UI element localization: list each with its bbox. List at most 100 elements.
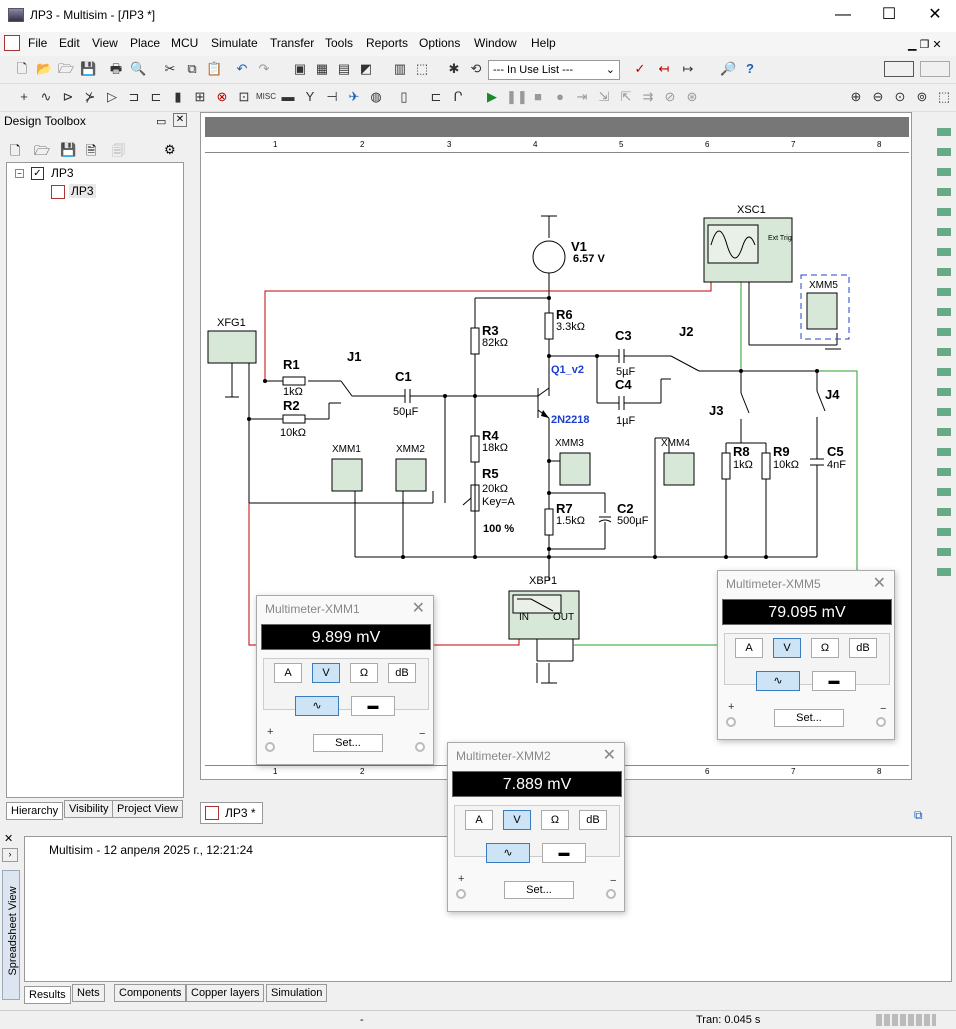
full-screen-icon[interactable]: ▣ bbox=[293, 61, 307, 76]
run-to-cursor-icon[interactable]: ⇉ bbox=[642, 89, 654, 104]
menu-help[interactable]: Help bbox=[531, 36, 556, 50]
step-out-icon[interactable]: ⇱ bbox=[620, 89, 632, 104]
help-icon[interactable]: ? bbox=[746, 61, 754, 76]
zoom-out-icon[interactable]: ⊖ bbox=[872, 89, 884, 104]
xfg1-label[interactable]: XFG1 bbox=[217, 317, 246, 329]
stop-icon[interactable]: ■ bbox=[534, 89, 542, 104]
menu-tools[interactable]: Tools bbox=[325, 36, 354, 50]
dc-button[interactable]: ▬ bbox=[351, 696, 395, 716]
transistor-icon[interactable]: ⊁ bbox=[84, 89, 96, 104]
source-icon[interactable]: + bbox=[20, 89, 28, 104]
spreadsheet-close-icon[interactable]: ✕ bbox=[4, 833, 14, 845]
ohmmeter-button[interactable]: Ω bbox=[811, 638, 839, 658]
dc-button[interactable]: ▬ bbox=[812, 671, 856, 691]
erc-icon[interactable]: ✓ bbox=[634, 61, 646, 76]
close-icon[interactable]: ✕ bbox=[602, 747, 616, 764]
tab-copper-layers[interactable]: Copper layers bbox=[186, 984, 265, 1002]
c5-label[interactable]: C5 bbox=[827, 444, 844, 459]
tab-hierarchy[interactable]: Hierarchy bbox=[6, 802, 64, 820]
grid-icon[interactable]: ▦ bbox=[315, 61, 329, 76]
paste-icon[interactable]: 📋 bbox=[206, 61, 223, 76]
menu-view[interactable]: View bbox=[92, 36, 118, 50]
ac-button[interactable]: ∿ bbox=[486, 843, 530, 863]
set-button[interactable]: Set... bbox=[313, 734, 383, 752]
plus-terminal-dot[interactable] bbox=[265, 742, 275, 752]
redo-icon[interactable]: ↷ bbox=[258, 61, 270, 76]
document-tab[interactable]: ЛР3 * bbox=[200, 802, 263, 824]
xbp1-label[interactable]: XBP1 bbox=[529, 575, 558, 587]
dc-button[interactable]: ▬ bbox=[542, 843, 586, 863]
menu-simulate[interactable]: Simulate bbox=[211, 36, 258, 50]
menu-reports[interactable]: Reports bbox=[366, 36, 409, 50]
set-button[interactable]: Set... bbox=[774, 709, 844, 727]
c1-label[interactable]: C1 bbox=[395, 369, 412, 384]
database-icon[interactable]: ▥ bbox=[393, 61, 407, 76]
close-icon[interactable]: ✕ bbox=[872, 575, 886, 592]
checkbox-icon[interactable]: ✓ bbox=[31, 167, 44, 180]
xmm3-label[interactable]: XMM3 bbox=[555, 438, 584, 449]
print-preview-icon[interactable]: 🔍 bbox=[130, 61, 147, 76]
r3-label[interactable]: R3 bbox=[482, 323, 499, 338]
voltmeter-button[interactable]: V bbox=[312, 663, 340, 683]
close-button[interactable]: ✕ bbox=[928, 6, 942, 23]
pin-icon[interactable]: ▭ bbox=[156, 116, 167, 128]
db-button[interactable]: dB bbox=[388, 663, 416, 683]
collapse-icon[interactable]: − bbox=[15, 169, 24, 178]
multimeter-xmm1-window[interactable]: Multimeter-XMM1 ✕ 9.899 mV A V Ω dB ∿ ▬ … bbox=[256, 595, 434, 765]
multimeter-xmm5-window[interactable]: Multimeter-XMM5 ✕ 79.095 mV A V Ω dB ∿ ▬… bbox=[717, 570, 895, 740]
xmm1-label[interactable]: XMM1 bbox=[332, 444, 361, 455]
instrument-icons[interactable] bbox=[937, 128, 951, 588]
open-icon[interactable]: 📂 bbox=[36, 61, 53, 76]
forward-annotate-icon[interactable]: ↦ bbox=[682, 61, 694, 76]
ttl-icon[interactable]: ⊐ bbox=[128, 89, 140, 104]
r9-label[interactable]: R9 bbox=[773, 444, 790, 459]
close-icon[interactable]: ✕ bbox=[411, 600, 425, 617]
zoom-full-icon[interactable]: ⬚ bbox=[937, 89, 951, 104]
q1-label[interactable]: Q1_v2 bbox=[551, 364, 585, 376]
in-use-list-combo[interactable]: --- In Use List --- ⌄ bbox=[488, 60, 620, 80]
step-into-icon[interactable]: ⇲ bbox=[598, 89, 610, 104]
ammeter-button[interactable]: A bbox=[465, 810, 493, 830]
component-icon[interactable]: ⬚ bbox=[415, 61, 429, 76]
db-button[interactable]: dB bbox=[579, 810, 607, 830]
properties-icon[interactable]: ⚙ bbox=[164, 142, 176, 157]
plus-terminal-dot[interactable] bbox=[456, 889, 466, 899]
minimize-button[interactable]: — bbox=[835, 6, 851, 23]
minus-terminal-dot[interactable] bbox=[876, 717, 886, 727]
multimeter-xmm2-window[interactable]: Multimeter-XMM2 ✕ 7.889 mV A V Ω dB ∿ ▬ … bbox=[447, 742, 625, 912]
find-icon[interactable]: 🔎 bbox=[720, 61, 737, 76]
r5-label[interactable]: R5 bbox=[482, 466, 499, 481]
run-icon[interactable]: ▶ bbox=[487, 89, 497, 104]
ammeter-button[interactable]: A bbox=[274, 663, 302, 683]
cut-icon[interactable]: ✂ bbox=[164, 61, 176, 76]
menu-options[interactable]: Options bbox=[419, 36, 461, 50]
open-folder-icon[interactable]: 🗁 bbox=[58, 61, 75, 76]
xmm4-label[interactable]: XMM4 bbox=[661, 438, 690, 449]
document-icon[interactable] bbox=[4, 35, 20, 51]
r7-label[interactable]: R7 bbox=[556, 501, 573, 516]
j4-label[interactable]: J4 bbox=[825, 387, 840, 402]
pause-at-next-icon[interactable]: ● bbox=[556, 89, 564, 104]
indicator-icon[interactable]: ⊗ bbox=[216, 89, 228, 104]
menu-window[interactable]: Window bbox=[474, 36, 517, 50]
menu-file[interactable]: File bbox=[28, 36, 48, 50]
undo-icon[interactable]: ↶ bbox=[236, 61, 248, 76]
menu-place[interactable]: Place bbox=[130, 36, 161, 50]
c3-label[interactable]: C3 bbox=[615, 328, 632, 343]
minus-terminal-dot[interactable] bbox=[415, 742, 425, 752]
c2-label[interactable]: C2 bbox=[617, 501, 634, 516]
misc-digital-icon[interactable]: ▮ bbox=[174, 89, 182, 104]
remove-breakpoints-icon[interactable]: ⊛ bbox=[686, 89, 698, 104]
xmm5-label[interactable]: XMM5 bbox=[809, 280, 838, 291]
pcb-icon[interactable] bbox=[920, 61, 950, 77]
advanced-peripherals-icon[interactable]: ▬ bbox=[281, 89, 295, 104]
db-button[interactable]: dB bbox=[849, 638, 877, 658]
v1-label[interactable]: V1 bbox=[571, 239, 587, 254]
open-design-icon[interactable]: 🗁 bbox=[34, 143, 51, 158]
tab-project-view[interactable]: Project View bbox=[112, 800, 183, 818]
r8-label[interactable]: R8 bbox=[733, 444, 750, 459]
c4-label[interactable]: C4 bbox=[615, 377, 632, 392]
tab-results[interactable]: Results bbox=[24, 986, 71, 1004]
diode-icon[interactable]: ⊳ bbox=[62, 89, 74, 104]
mcu-icon[interactable]: ▯ bbox=[400, 89, 408, 104]
